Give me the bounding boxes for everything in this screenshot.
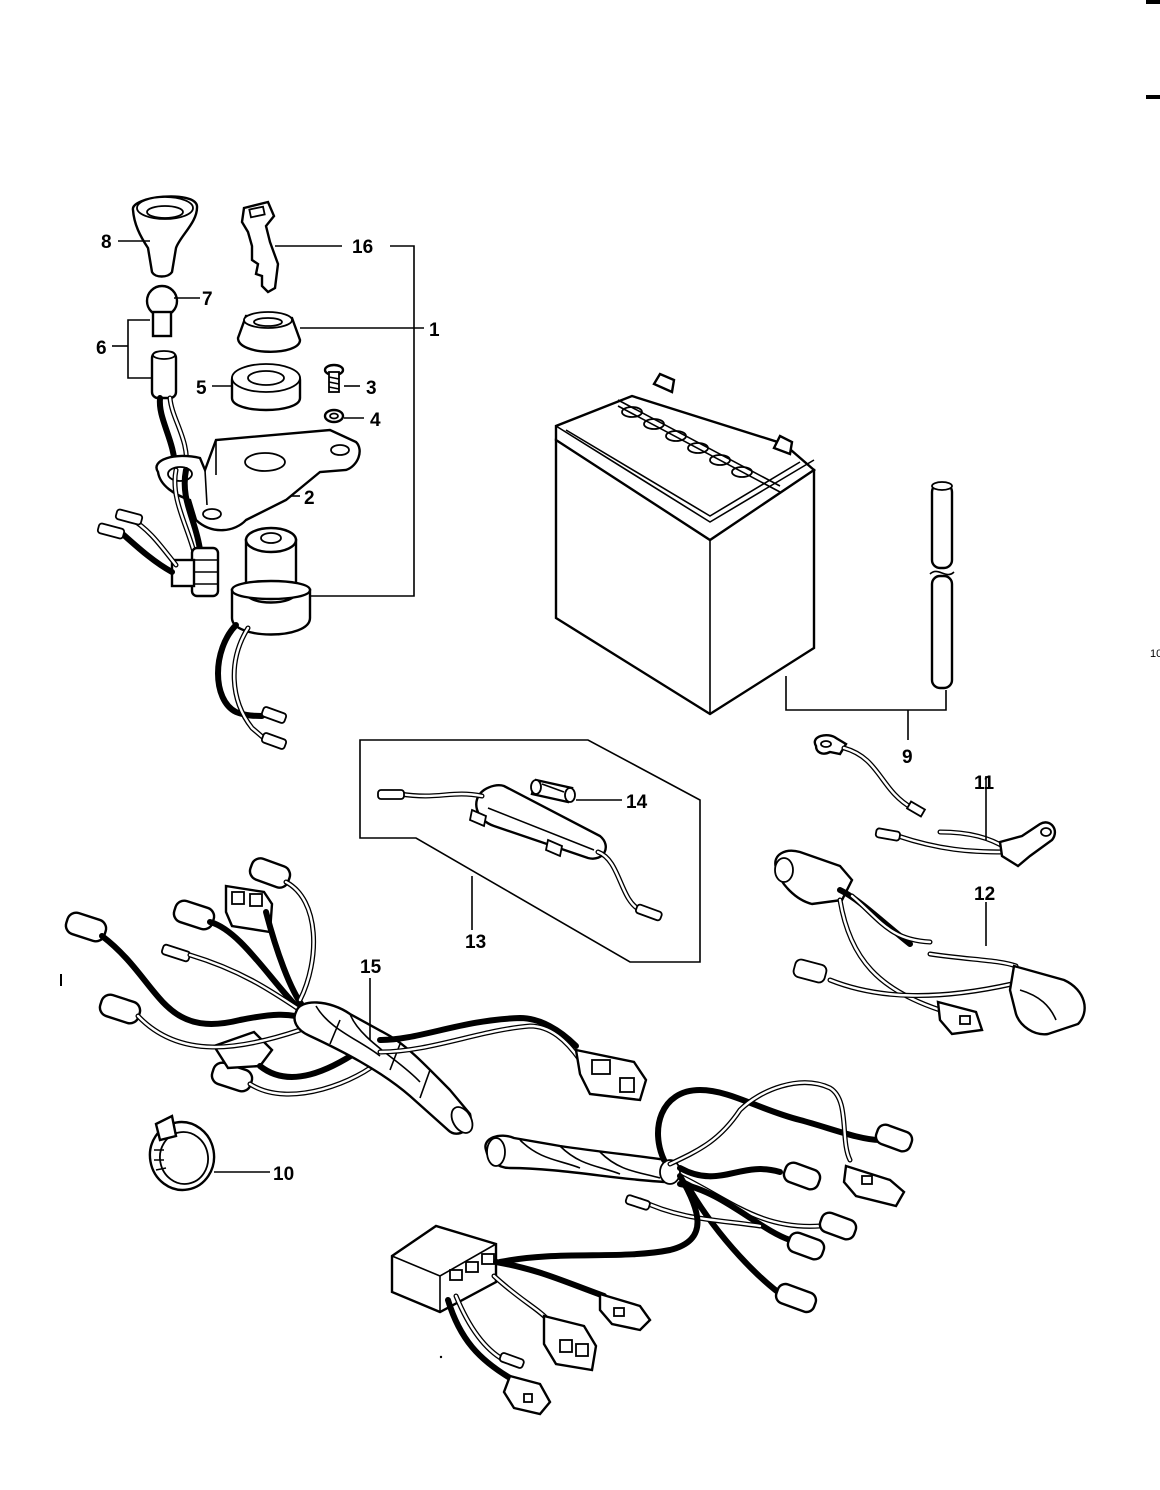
callout-5: 5 xyxy=(196,378,207,399)
callout-labels: 1 2 3 4 5 6 7 8 9 10 11 12 13 14 15 16 xyxy=(96,232,995,1185)
bulb-socket-part-6 xyxy=(150,350,190,473)
battery-part-9 xyxy=(554,372,955,740)
clamp-part-10 xyxy=(148,1114,270,1192)
callout-14: 14 xyxy=(626,792,648,813)
callout-1: 1 xyxy=(429,320,440,341)
callout-15: 15 xyxy=(360,957,382,978)
wire-harness-part-15 xyxy=(64,857,648,1135)
washer-part-4 xyxy=(323,408,345,424)
ignition-callout-leaders xyxy=(112,240,424,597)
callout-11: 11 xyxy=(974,773,995,794)
ignition-connector xyxy=(96,467,220,598)
ring-part-5 xyxy=(230,363,302,412)
callout-16: 16 xyxy=(352,237,373,258)
lamp-cover-part-8 xyxy=(131,195,199,278)
edge-marks: 10 xyxy=(1146,0,1160,660)
callout-3: 3 xyxy=(366,378,377,399)
callout-9: 9 xyxy=(902,747,913,768)
bulb-part-7 xyxy=(145,284,179,338)
edge-fragment-label: 10 xyxy=(1150,648,1160,660)
callout-8: 8 xyxy=(101,232,112,253)
wire-harness-lower xyxy=(390,1080,914,1416)
bolt-part-3 xyxy=(323,363,345,393)
scan-specks xyxy=(60,974,443,1359)
callout-12: 12 xyxy=(974,884,995,905)
callout-10: 10 xyxy=(273,1164,294,1185)
callout-13: 13 xyxy=(465,932,486,953)
cap-part-1 xyxy=(236,311,302,353)
ignition-switch-assembly xyxy=(96,195,361,750)
callout-4: 4 xyxy=(370,410,381,431)
vent-tube xyxy=(929,481,955,690)
battery-cable-part-12 xyxy=(774,849,1086,1036)
callout-6: 6 xyxy=(96,338,107,359)
ground-cable-part-11 xyxy=(813,734,1057,868)
ignition-switch-body xyxy=(215,526,312,750)
key-part-16 xyxy=(240,200,280,294)
callout-2: 2 xyxy=(304,488,315,509)
fuse-part-14 xyxy=(530,778,576,804)
fuse-holder-group-part-13 xyxy=(359,739,701,963)
callout-7: 7 xyxy=(202,289,213,310)
lower-callout-leaders xyxy=(369,799,622,1040)
